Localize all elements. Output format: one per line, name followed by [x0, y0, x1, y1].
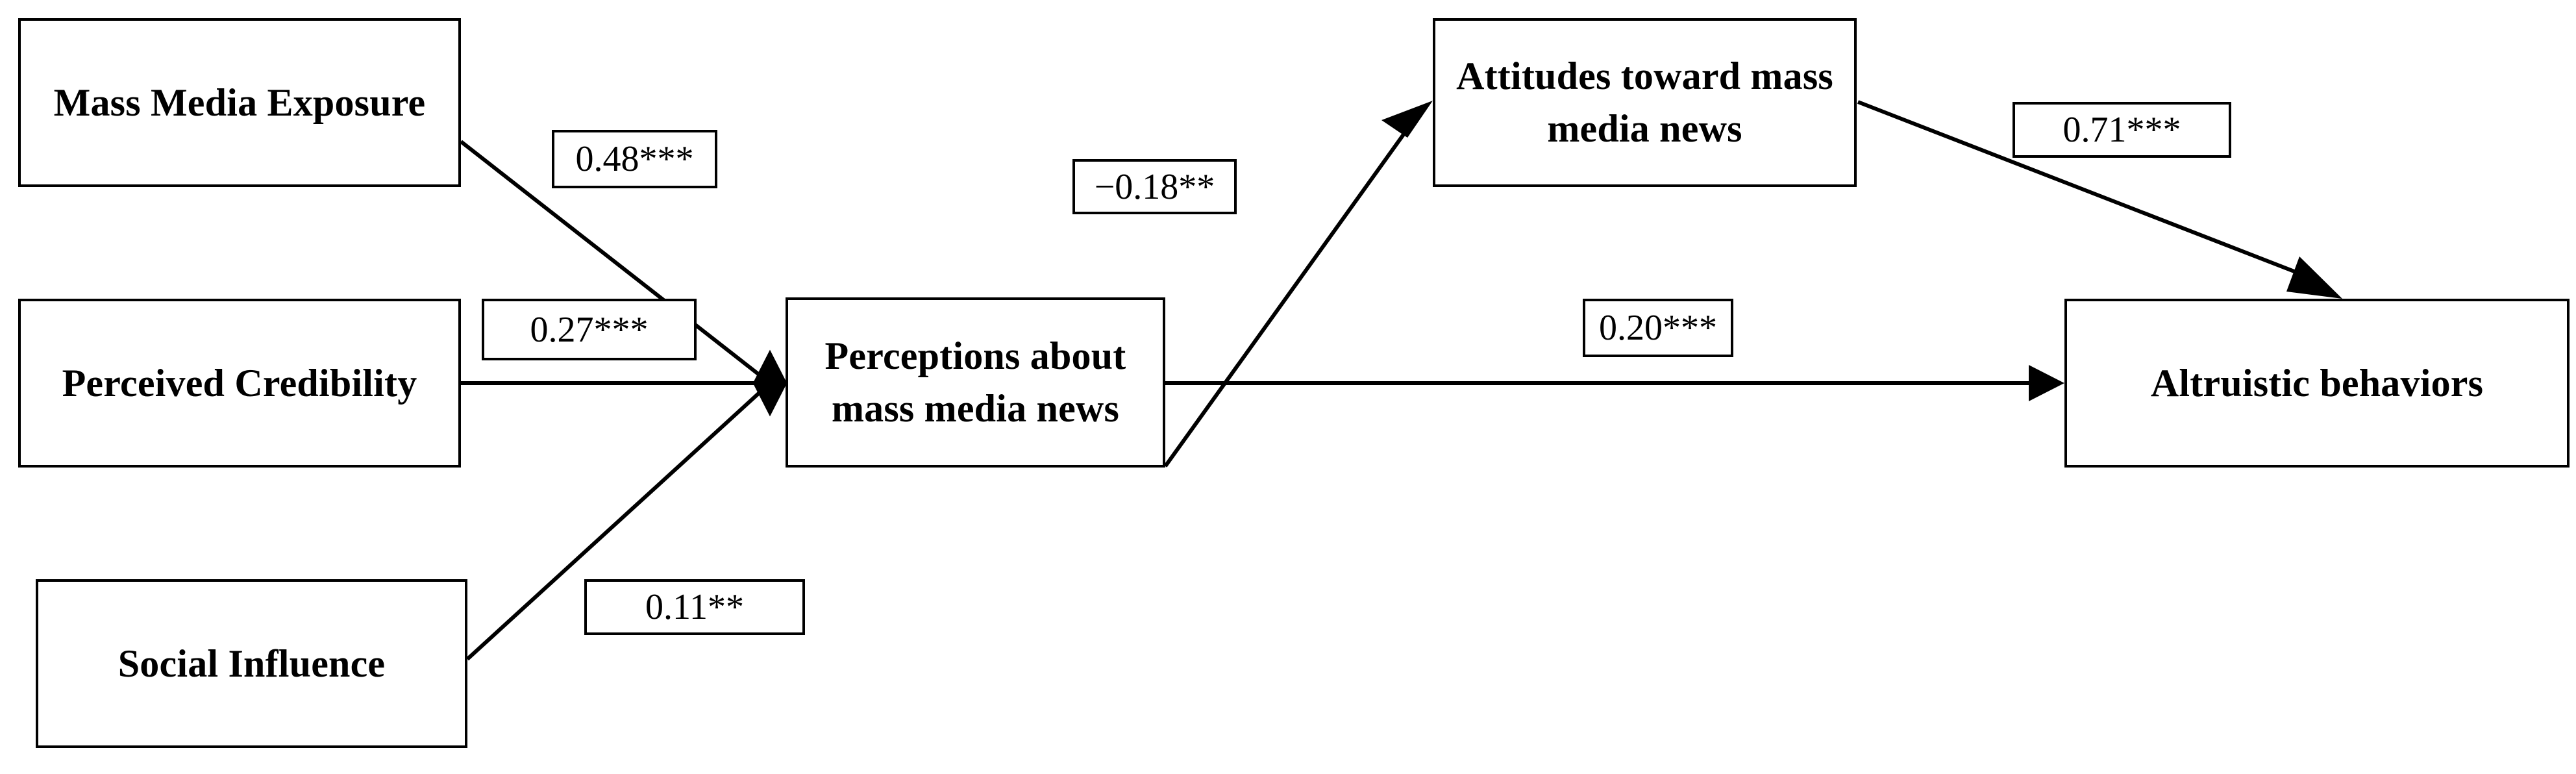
edge-perceptions-to-attitudes: [1163, 112, 1420, 468]
node-perceptions-about-mass-media-news[interactable]: Perceptions about mass media news: [786, 297, 1165, 468]
arrowhead-icon-attitudes: [1381, 101, 1433, 138]
node-perceived-credibility[interactable]: Perceived Credibility: [18, 299, 461, 468]
estimate-label-0-11: 0.11**: [645, 587, 744, 627]
node-label-attitudes-toward-mass-media-news: Attitudes toward mass media news: [1456, 55, 1833, 150]
node-mass-media-exposure[interactable]: Mass Media Exposure: [18, 18, 461, 187]
edge-social-influence-to-perceptions: [465, 381, 772, 661]
node-social-influence[interactable]: Social Influence: [36, 579, 467, 748]
estimate-label-0-48: 0.48***: [575, 139, 694, 179]
estimate-label-0-20: 0.20***: [1599, 308, 1717, 348]
node-altruistic-behaviors[interactable]: Altruistic behaviors: [2064, 299, 2570, 468]
node-label-mass-media-exposure: Mass Media Exposure: [53, 81, 426, 124]
estimate-box-0-71[interactable]: 0.71***: [2012, 102, 2231, 158]
estimate-box-0-20[interactable]: 0.20***: [1583, 299, 1733, 357]
estimate-label-0-71: 0.71***: [2062, 110, 2181, 150]
node-label-perceived-credibility: Perceived Credibility: [62, 361, 417, 405]
arrowhead-icon-altruistic-left: [2029, 365, 2064, 401]
node-label-social-influence: Social Influence: [118, 642, 386, 685]
estimate-box-0-11[interactable]: 0.11**: [584, 579, 805, 635]
arrowhead-icon-altruistic-top: [2286, 256, 2342, 299]
node-label-altruistic-behaviors: Altruistic behaviors: [2150, 361, 2484, 405]
edge-mass-media-exposure-to-perceptions: [460, 140, 771, 385]
estimate-box-0-48[interactable]: 0.48***: [552, 130, 717, 188]
estimate-box-minus-0-18[interactable]: −0.18**: [1072, 159, 1237, 214]
node-attitudes-toward-mass-media-news[interactable]: Attitudes toward mass media news: [1433, 18, 1857, 187]
diamond-arrowhead-icon: [752, 349, 787, 417]
estimate-label-minus-0-18: −0.18**: [1094, 166, 1215, 207]
estimate-box-0-27[interactable]: 0.27***: [482, 299, 697, 360]
estimate-label-0-27: 0.27***: [530, 309, 649, 350]
edge-attitudes-to-altruistic: [1857, 100, 2319, 282]
node-label-perceptions-about-mass-media-news: Perceptions about mass media news: [824, 334, 1126, 430]
